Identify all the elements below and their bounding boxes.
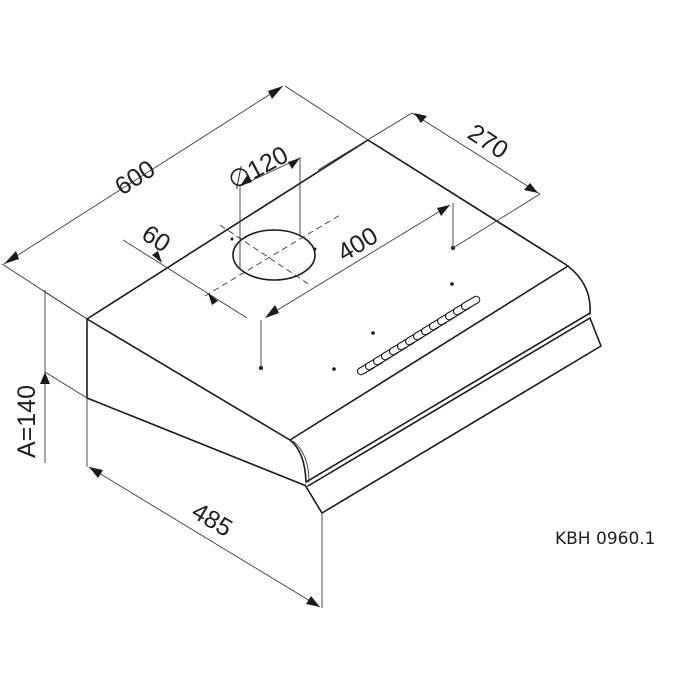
front-left-round-corner <box>289 439 307 483</box>
front-right-round-corner <box>564 263 591 315</box>
front-lip-top-2 <box>307 317 591 487</box>
label-outlet-diameter: ∅120 <box>224 141 293 196</box>
dimension-60: 60 <box>122 220 248 319</box>
outlet-centerline-1 <box>219 224 311 286</box>
front-lip-top <box>305 312 591 483</box>
label-width: 600 <box>110 155 160 201</box>
label-depth: 485 <box>187 497 237 542</box>
dimension-height: A=140 <box>13 289 88 463</box>
label-height: A=140 <box>13 385 41 458</box>
outlet-opening <box>204 214 341 297</box>
outlet-ellipse <box>232 229 316 281</box>
vent-slots <box>356 295 481 376</box>
outlet-centerline-2 <box>204 214 341 297</box>
left-bottom-edge <box>86 397 305 486</box>
visor-panel <box>304 317 602 514</box>
dimension-600: 600 <box>1 85 369 320</box>
hood-body <box>86 139 602 514</box>
front-left-round-corner-inner <box>292 440 310 483</box>
dimension-485: 485 <box>86 398 323 608</box>
label-hole-spacing: 400 <box>333 222 383 267</box>
label-hole-depth: 270 <box>463 119 513 165</box>
dimension-400: 400 <box>260 203 454 368</box>
model-label: KBH 0960.1 <box>555 529 655 549</box>
top-front-edge <box>289 265 569 441</box>
top-face-left-edge <box>86 318 291 441</box>
dimension-120: ∅120 <box>224 141 301 270</box>
